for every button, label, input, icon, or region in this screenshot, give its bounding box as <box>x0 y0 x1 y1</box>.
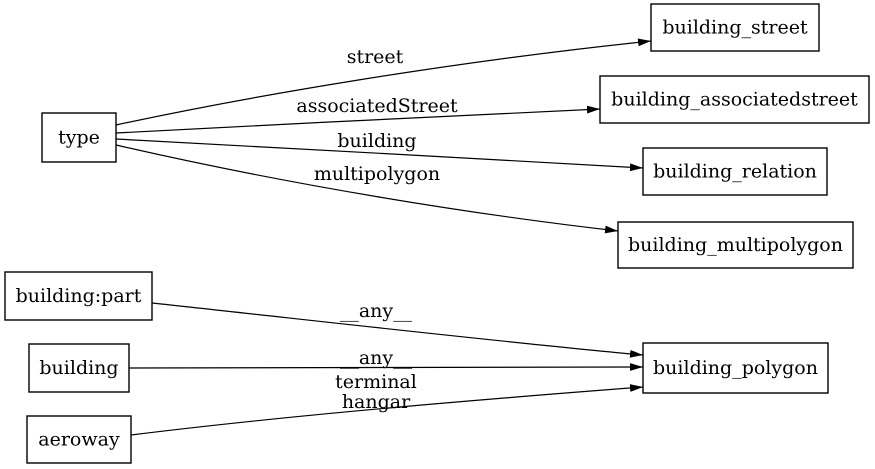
node-box-building_associatedstreet <box>599 75 870 124</box>
node-label-building_relation: building_relation <box>653 161 817 183</box>
nodes-layer: type building_street building_associatedst… <box>4 3 870 464</box>
edge-type-to-building_relation <box>115 138 644 172</box>
node-building_polygon: building_polygon <box>642 342 829 394</box>
edge-building-to-building_polygon <box>128 363 644 371</box>
node-label-building-part: building:part <box>16 285 142 307</box>
edge-labels-layer: street associatedStreet building multipolyg… <box>296 46 458 413</box>
node-label-building_associatedstreet: building_associatedstreet <box>611 89 858 111</box>
node-box-building_street <box>650 3 820 52</box>
node-box-building <box>28 343 130 393</box>
node-box-aeroway <box>26 415 132 464</box>
edge-type-to-building_street <box>115 38 652 126</box>
node-box-type <box>41 112 117 163</box>
node-box-building-part <box>4 271 153 321</box>
edge-type-to-building_associatedstreet <box>115 105 601 134</box>
node-label-building_polygon: building_polygon <box>653 357 818 379</box>
edge-label-aeroway-to-building_polygon-line1: terminal <box>335 371 417 393</box>
node-building_relation: building_relation <box>642 147 828 196</box>
node-box-building_polygon <box>642 342 829 394</box>
node-building_multipolygon: building_multipolygon <box>617 221 854 269</box>
edge-label-type-to-building_relation: building <box>337 130 416 152</box>
edge-type-to-building_multipolygon <box>115 144 619 234</box>
edge-label-type-to-building_multipolygon: multipolygon <box>314 163 440 185</box>
node-label-building_street: building_street <box>662 17 808 39</box>
edges-layer <box>115 38 652 436</box>
node-label-building_multipolygon: building_multipolygon <box>628 234 843 256</box>
node-label-building: building <box>39 357 118 379</box>
node-box-building_relation <box>642 147 828 196</box>
node-box-building_multipolygon <box>617 221 854 269</box>
edge-label-aeroway-to-building_polygon-line2: hangar <box>342 391 411 413</box>
edge-label-building-part-to-building_polygon: __any__ <box>340 300 413 322</box>
node-building: building <box>28 343 130 393</box>
edge-label-type-to-building_associatedstreet: associatedStreet <box>296 95 458 117</box>
edge-label-building-to-building_polygon: __any__ <box>340 347 413 369</box>
edge-aeroway-to-building_polygon <box>130 384 644 436</box>
node-label-type: type <box>58 127 100 149</box>
node-label-aeroway: aeroway <box>38 429 120 451</box>
node-building-part: building:part <box>4 271 153 321</box>
node-building_associatedstreet: building_associatedstreet <box>599 75 870 124</box>
node-aeroway: aeroway <box>26 415 132 464</box>
edge-label-type-to-building_street: street <box>347 46 404 68</box>
node-type: type <box>41 112 117 163</box>
node-building_street: building_street <box>650 3 820 52</box>
edge-building-part-to-building_polygon <box>151 302 644 358</box>
